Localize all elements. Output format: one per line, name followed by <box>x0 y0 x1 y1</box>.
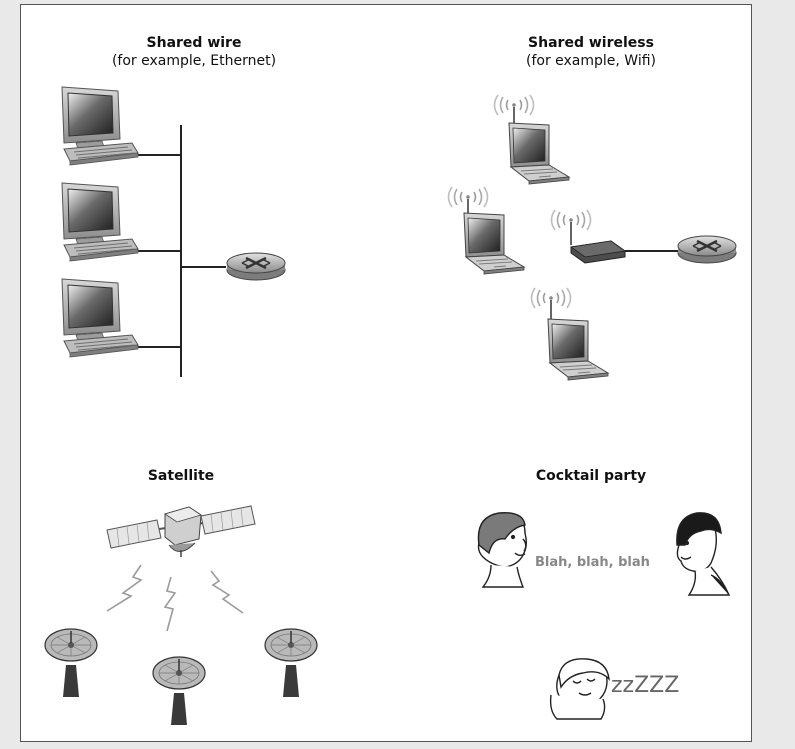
shared-wire-title-main: Shared wire <box>146 35 242 51</box>
diagram-frame: Shared wire (for example, Ethernet) Shar… <box>20 4 752 742</box>
diagram-canvas <box>44 86 738 726</box>
satellite-signals <box>106 564 244 632</box>
wireless-access-point <box>569 240 627 264</box>
laptop-1 <box>508 122 570 185</box>
satellite-dish-1 <box>44 628 98 698</box>
shared-wireless-title-main: Shared wireless <box>528 35 654 51</box>
cocktail-party-title: Cocktail party <box>441 467 741 485</box>
shared-wire-subtitle: (for example, Ethernet) <box>111 53 277 69</box>
desktop-computer-2 <box>61 182 139 262</box>
satellite-dish-3 <box>264 628 318 698</box>
satellite <box>106 505 256 557</box>
ethernet-router <box>225 251 287 282</box>
person-left <box>477 512 527 588</box>
laptop-3 <box>547 318 609 381</box>
cocktail-party-title-main: Cocktail party <box>535 468 647 484</box>
shared-wire-title: Shared wire (for example, Ethernet) <box>44 34 344 70</box>
wireless-network <box>447 94 738 381</box>
shared-wireless-subtitle: (for example, Wifi) <box>525 53 657 69</box>
satellite-title: Satellite <box>31 467 331 485</box>
person-right <box>676 512 731 596</box>
snore-text: zzZZZ <box>611 673 680 698</box>
laptop-2 <box>463 212 525 275</box>
satellite-dish-2 <box>152 656 206 726</box>
desktop-computer-1 <box>61 86 139 166</box>
person-sleeping <box>549 658 610 720</box>
ethernet-bus <box>133 125 226 377</box>
satellite-title-main: Satellite <box>147 468 215 484</box>
shared-wireless-title: Shared wireless (for example, Wifi) <box>441 34 741 70</box>
wireless-router <box>676 234 738 265</box>
desktop-computer-3 <box>61 278 139 358</box>
speech-text: Blah, blah, blah <box>535 555 650 570</box>
